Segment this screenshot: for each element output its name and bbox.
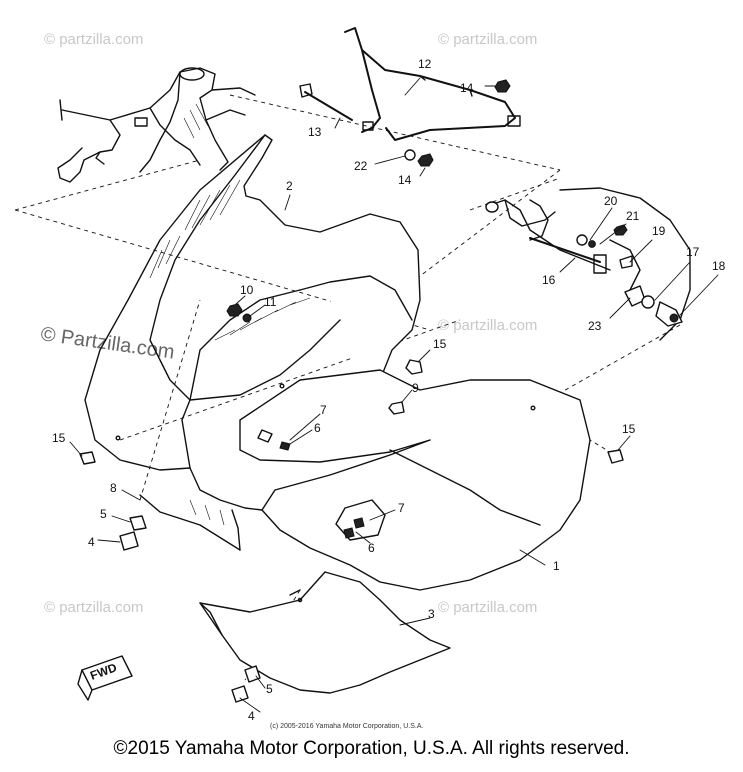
hardware-nuts <box>404 79 511 167</box>
watermark-bottom-left: © partzilla.com <box>44 599 143 616</box>
callout-1: 1 <box>553 559 560 573</box>
side-cowling-1 <box>139 369 591 591</box>
callout-5a: 5 <box>100 507 107 521</box>
callout-15a: 15 <box>433 337 447 351</box>
callout-8: 8 <box>110 481 117 495</box>
callout-18: 18 <box>712 259 726 273</box>
hardware-right <box>576 224 683 327</box>
watermark-main: © Partzilla.com <box>39 323 176 364</box>
callout-14a: 14 <box>460 81 474 95</box>
callout-4a: 4 <box>88 535 95 549</box>
callout-6b: 6 <box>368 541 375 555</box>
callout-23: 23 <box>588 319 602 333</box>
fwd-direction-badge: FWD <box>77 655 133 701</box>
callout-7a: 7 <box>320 403 327 417</box>
callout-2: 2 <box>286 179 293 193</box>
leader-lines <box>69 77 719 713</box>
watermark-top-right: © partzilla.com <box>438 31 537 48</box>
inner-copyright: (c) 2005-2016 Yamaha Motor Corporation, … <box>270 723 423 730</box>
stay-bracket-12 <box>344 27 521 141</box>
callout-5b: 5 <box>266 682 273 696</box>
callout-21: 21 <box>626 209 640 223</box>
callout-22: 22 <box>354 159 368 173</box>
under-cover-3 <box>199 571 451 694</box>
watermark-mid-right: © partzilla.com <box>438 317 537 334</box>
callout-12: 12 <box>418 57 432 71</box>
copyright-footer: ©2015 Yamaha Motor Corporation, U.S.A. A… <box>113 738 630 759</box>
callout-15c: 15 <box>622 422 636 436</box>
callout-11: 11 <box>264 295 277 309</box>
callout-9: 9 <box>412 381 419 395</box>
frame-head-assembly <box>57 67 256 183</box>
callout-20: 20 <box>604 194 618 208</box>
callout-15b: 15 <box>52 431 66 445</box>
callout-13: 13 <box>308 125 322 139</box>
callout-4b: 4 <box>248 709 255 723</box>
watermark-top-left: © partzilla.com <box>44 31 143 48</box>
callout-10: 10 <box>240 283 254 297</box>
callout-14b: 14 <box>398 173 412 187</box>
bolt-13 <box>299 83 353 121</box>
callout-labels: 1 2 3 4 4 5 5 6 6 7 7 8 9 10 11 12 13 14… <box>52 57 726 723</box>
watermark-bottom-right: © partzilla.com <box>438 599 537 616</box>
hardware-left <box>79 303 624 703</box>
callout-3: 3 <box>428 607 435 621</box>
bracket-assembly-16 <box>485 187 691 341</box>
callout-16: 16 <box>542 273 556 287</box>
callout-19: 19 <box>652 224 666 238</box>
callout-6a: 6 <box>314 421 321 435</box>
callout-7b: 7 <box>398 501 405 515</box>
callout-17: 17 <box>686 245 700 259</box>
